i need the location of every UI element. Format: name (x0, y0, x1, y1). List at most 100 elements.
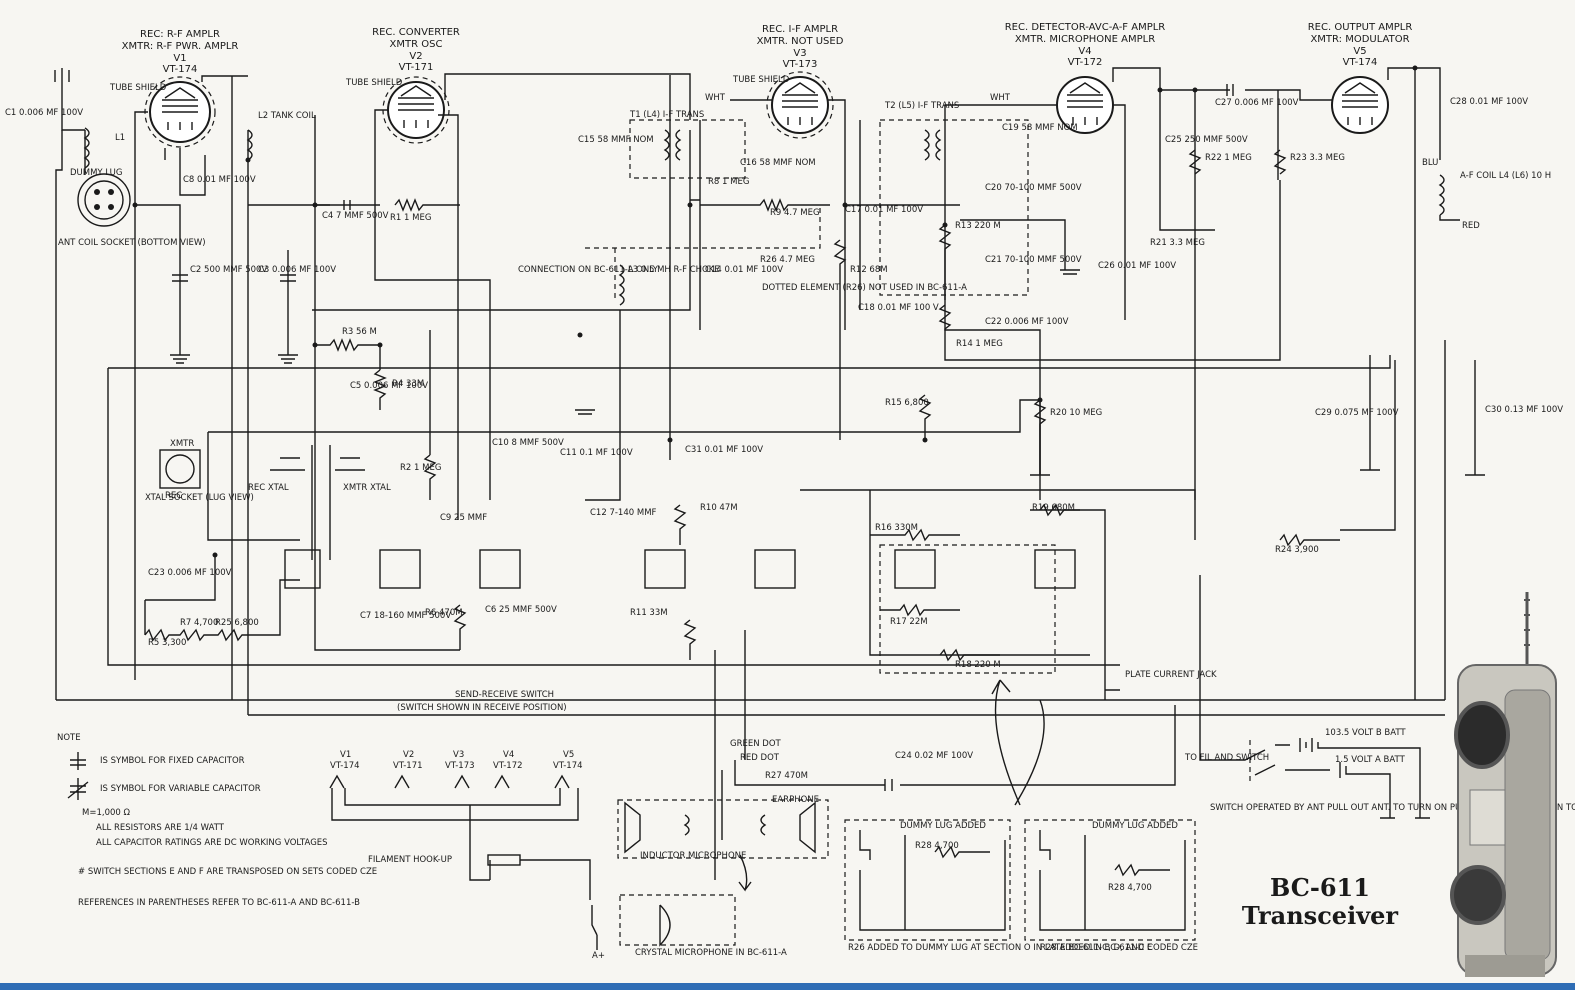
v1-func-xmtr: XMTR: R-F PWR. AMPLR (122, 41, 239, 52)
label-l3: L3 0.5 MH R-F CHOKE (628, 265, 720, 275)
label-a-batt: 1.5 VOLT A BATT (1335, 755, 1406, 765)
label-send-receive: SEND-RECEIVE SWITCH (455, 690, 554, 700)
label-aplus: A+ (592, 951, 605, 961)
label-rec-xtal: REC XTAL (248, 483, 289, 493)
label-c31: C31 0.01 MF 100V (685, 445, 763, 455)
fil-v3-type: VT-173 (445, 761, 475, 771)
v2-type: VT-171 (399, 62, 434, 73)
tube-v5 (1331, 76, 1389, 134)
label-filament: FILAMENT HOOK-UP (368, 855, 452, 865)
label-r25: R25 6,800 (215, 618, 259, 628)
label-r8: R8 1 MEG (708, 177, 749, 187)
v4-func-rec: REC. DETECTOR-AVC-A-F AMPLR (1005, 22, 1166, 33)
v4-type: VT-172 (1068, 57, 1103, 68)
label-crystal-mic: CRYSTAL MICROPHONE IN BC-611-A (635, 948, 787, 958)
label-plate-jack: PLATE CURRENT JACK (1125, 670, 1217, 680)
label-c8: C8 0.01 MF 100V (183, 175, 256, 185)
label-r9: R9 4.7 MEG (770, 208, 820, 218)
label-r28-note: R28 ADDED IN BC-611-C CODED CZE (1040, 943, 1198, 953)
fil-v2-ref: V2 (403, 750, 414, 760)
label-b-batt: 103.5 VOLT B BATT (1325, 728, 1406, 738)
label-c5: C5 0.006 MF 100V (350, 381, 428, 391)
label-l2: L2 TANK COIL (258, 111, 316, 121)
label-r4: R4 33M (392, 379, 424, 389)
label-r26-note: R26 ADDED TO DUMMY LUG AT SECTION O IN L… (848, 943, 1152, 953)
note-switch-sections: # SWITCH SECTIONS E AND F ARE TRANSPOSED… (78, 867, 377, 877)
note-fixed-cap: IS SYMBOL FOR FIXED CAPACITOR (100, 756, 245, 766)
label-earphone: EARPHONE (772, 795, 819, 805)
label-xtal-socket: XTAL SOCKET (LUG VIEW) (145, 493, 254, 503)
label-tube-shield-v3: TUBE SHIELD (732, 75, 790, 85)
label-r28-2: R28 4,700 (1108, 883, 1152, 893)
note-m: M=1,000 Ω (82, 808, 130, 818)
label-r7: R7 4,700 (180, 618, 218, 628)
v1-func-rec: REC: R-F AMPLR (140, 29, 220, 40)
label-dotted: DOTTED ELEMENT (R26) NOT USED IN BC-611-… (762, 283, 967, 293)
v3-type: VT-173 (783, 59, 818, 70)
circuit-wiring (54, 67, 1485, 950)
label-c6: C6 25 MMF 500V (485, 605, 557, 615)
label-c10: C10 8 MMF 500V (492, 438, 564, 448)
label-c20: C20 70-100 MMF 500V (985, 183, 1082, 193)
label-r17: R17 22M (890, 617, 928, 627)
notes-block: NOTE IS SYMBOL FOR FIXED CAPACITOR IS SY… (57, 733, 377, 908)
fil-v5-ref: V5 (563, 750, 574, 760)
label-r10: R10 47M (700, 503, 738, 513)
label-c30: C30 0.13 MF 100V (1485, 405, 1563, 415)
label-r26: R26 4.7 MEG (760, 255, 815, 265)
label-r28-1: R28 4,700 (915, 841, 959, 851)
label-c17: C17 0.01 MF 100V (845, 205, 923, 215)
label-c21: C21 70-100 MMF 500V (985, 255, 1082, 265)
tube-v3 (766, 71, 834, 139)
label-dummy-added-1: DUMMY LUG ADDED (900, 821, 986, 831)
label-c19: C19 58 MMF NOM (1002, 123, 1078, 133)
label-r16: R16 330M (875, 523, 918, 533)
note-title: NOTE (57, 733, 81, 743)
note-references: REFERENCES IN PARENTHESES REFER TO BC-61… (78, 898, 360, 908)
label-wht-1: WHT (705, 93, 726, 103)
label-r19: R19 680M (1032, 503, 1075, 513)
v2-ref: V2 (409, 51, 422, 62)
label-r13: R13 220 M (955, 221, 1001, 231)
label-green-dot: GREEN DOT (730, 739, 782, 749)
note-resistors: ALL RESISTORS ARE 1/4 WATT (96, 823, 225, 833)
label-c24: C24 0.02 MF 100V (895, 751, 973, 761)
v1-ref: V1 (173, 53, 186, 64)
v3-ref: V3 (793, 48, 806, 59)
v4-header: REC. DETECTOR-AVC-A-F AMPLR XMTR. MICROP… (1005, 22, 1166, 68)
v5-header: REC. OUTPUT AMPLR XMTR: MODULATOR V5 VT-… (1308, 22, 1413, 68)
v2-header: REC. CONVERTER XMTR OSC V2 VT-171 (372, 27, 460, 73)
v1-type: VT-174 (163, 64, 198, 75)
label-r22: R22 1 MEG (1205, 153, 1252, 163)
label-dummy-added-2: DUMMY LUG ADDED (1092, 821, 1178, 831)
v4-func-xmtr: XMTR. MICROPHONE AMPLR (1015, 34, 1155, 45)
label-c15: C15 58 MMF NOM (578, 135, 654, 145)
label-conn-bc611a: CONNECTION ON BC-611-A ONLY (518, 265, 659, 275)
label-r18: R18 220 M (955, 660, 1001, 670)
label-c28: C28 0.01 MF 100V (1450, 97, 1528, 107)
label-inductor-mic: INDUCTOR MICROPHONE (640, 851, 746, 861)
v1-header: REC: R-F AMPLR XMTR: R-F PWR. AMPLR V1 V… (122, 29, 239, 75)
label-r5: R5 3,300 (148, 638, 186, 648)
label-r12: R12 68M (850, 265, 888, 275)
label-wht-2: WHT (990, 93, 1011, 103)
junction-dots (132, 65, 1418, 558)
fil-v3-ref: V3 (453, 750, 464, 760)
label-r6: R6 470M (425, 608, 463, 618)
label-xmtr-socket: XMTR (170, 439, 194, 449)
label-red: RED (1462, 221, 1480, 231)
label-rec-socket: REC (165, 491, 182, 501)
label-r2: R2 1 MEG (400, 463, 441, 473)
label-c2: C2 500 MMF 500V (190, 265, 267, 275)
fil-v4-type: VT-172 (493, 761, 523, 771)
note-cap-ratings: ALL CAPACITOR RATINGS ARE DC WORKING VOL… (96, 838, 328, 848)
fil-v5-type: VT-174 (553, 761, 583, 771)
transceiver-photo (1450, 592, 1557, 977)
ant-coil-socket (77, 173, 131, 227)
label-r14: R14 1 MEG (956, 339, 1003, 349)
component-labels: TUBE SHIELD TUBE SHIELD TUBE SHIELD C1 0… (5, 75, 1575, 961)
label-blu: BLU (1422, 158, 1438, 168)
v4-ref: V4 (1078, 46, 1091, 57)
label-c1: C1 0.006 MF 100V (5, 108, 83, 118)
